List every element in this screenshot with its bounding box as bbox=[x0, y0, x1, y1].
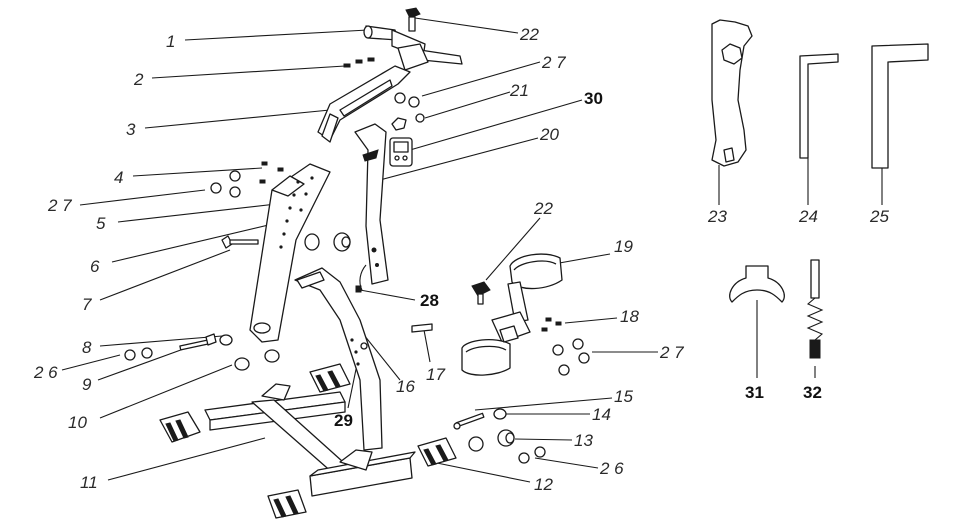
part-27-washers-left bbox=[210, 170, 241, 198]
callout-29: 29 bbox=[334, 411, 353, 430]
callout-28: 28 bbox=[420, 291, 439, 310]
callout-8: 8 bbox=[82, 338, 92, 357]
callout-11: 11 bbox=[80, 473, 98, 492]
part-21-bolt bbox=[391, 113, 425, 131]
callout-19: 19 bbox=[614, 237, 633, 256]
callout-27-top: 2 7 bbox=[541, 53, 566, 72]
part-26-washers-right bbox=[518, 446, 546, 464]
part-19-pedals-crank bbox=[461, 253, 563, 376]
callout-12: 12 bbox=[534, 475, 553, 494]
part-14-spacer bbox=[493, 408, 507, 420]
part-26-washers-left bbox=[124, 347, 153, 361]
part-27-washers-top bbox=[394, 92, 420, 108]
callout-3: 3 bbox=[126, 120, 136, 139]
part-22-knob-top bbox=[405, 7, 421, 32]
callout-23: 23 bbox=[707, 207, 727, 226]
part-30-monitor bbox=[389, 137, 413, 167]
part-16-rear-leg bbox=[294, 267, 383, 451]
part-29-pin bbox=[360, 342, 368, 350]
part-32-sensor-spring bbox=[806, 259, 824, 359]
part-31-clip bbox=[729, 265, 785, 303]
part-24-hex-key-small bbox=[799, 53, 839, 159]
part-2-screws bbox=[343, 57, 375, 68]
callout-26-right: 2 6 bbox=[599, 459, 624, 478]
callout-1: 1 bbox=[166, 32, 175, 51]
part-27-washers-right bbox=[552, 338, 590, 376]
part-15-long-bolt bbox=[453, 412, 485, 430]
callout-32: 32 bbox=[803, 383, 822, 402]
part-10-bushings bbox=[234, 349, 280, 371]
part-7-bolt bbox=[221, 235, 259, 249]
callout-21: 21 bbox=[509, 81, 529, 100]
callout-17: 17 bbox=[426, 365, 445, 384]
callout-18: 18 bbox=[620, 307, 639, 326]
callout-10: 10 bbox=[68, 413, 87, 432]
part-5-rear-upright bbox=[249, 163, 331, 343]
callout-13: 13 bbox=[574, 431, 593, 450]
callout-16: 16 bbox=[396, 377, 415, 396]
callout-4: 4 bbox=[114, 168, 123, 187]
callout-5: 5 bbox=[96, 214, 106, 233]
leader-lines bbox=[61, 17, 883, 483]
part-13-bushings bbox=[468, 429, 515, 452]
callout-25: 25 bbox=[869, 207, 889, 226]
part-23-wrench bbox=[711, 19, 753, 167]
part-11-base-frame bbox=[204, 383, 416, 497]
callout-14: 14 bbox=[592, 405, 611, 424]
callout-24: 24 bbox=[798, 207, 818, 226]
callout-22-right: 22 bbox=[533, 199, 553, 218]
callout-7: 7 bbox=[82, 295, 92, 314]
part-22-knob-right bbox=[471, 281, 491, 305]
part-3-upper-bracket bbox=[317, 65, 411, 143]
callout-27-right: 2 7 bbox=[659, 343, 684, 362]
callout-labels: 1 22 2 2 7 21 30 3 20 4 2 7 22 23 24 25 … bbox=[33, 25, 889, 494]
callout-27-left: 2 7 bbox=[47, 196, 72, 215]
part-25-hex-key-large bbox=[871, 43, 929, 169]
callout-30: 30 bbox=[584, 89, 603, 108]
part-4-screws bbox=[259, 161, 284, 184]
part-12-rubber-feet bbox=[159, 363, 457, 519]
callout-2: 2 bbox=[133, 70, 144, 89]
callout-31: 31 bbox=[745, 383, 764, 402]
part-18-screws bbox=[541, 317, 562, 332]
callout-26-left: 2 6 bbox=[33, 363, 58, 382]
callout-20: 20 bbox=[539, 125, 559, 144]
part-1-crank-handle bbox=[363, 25, 463, 71]
part-17-pin bbox=[411, 323, 433, 333]
part-20-front-upright bbox=[354, 123, 389, 285]
part-9-long-bolt bbox=[179, 333, 217, 351]
part-6-bushings bbox=[304, 232, 351, 252]
callout-15: 15 bbox=[614, 387, 633, 406]
part-8-spacer bbox=[219, 334, 233, 346]
callout-6: 6 bbox=[90, 257, 100, 276]
callout-9: 9 bbox=[82, 375, 92, 394]
callout-22-top: 22 bbox=[519, 25, 539, 44]
part-28-sensor-cable bbox=[355, 264, 367, 293]
